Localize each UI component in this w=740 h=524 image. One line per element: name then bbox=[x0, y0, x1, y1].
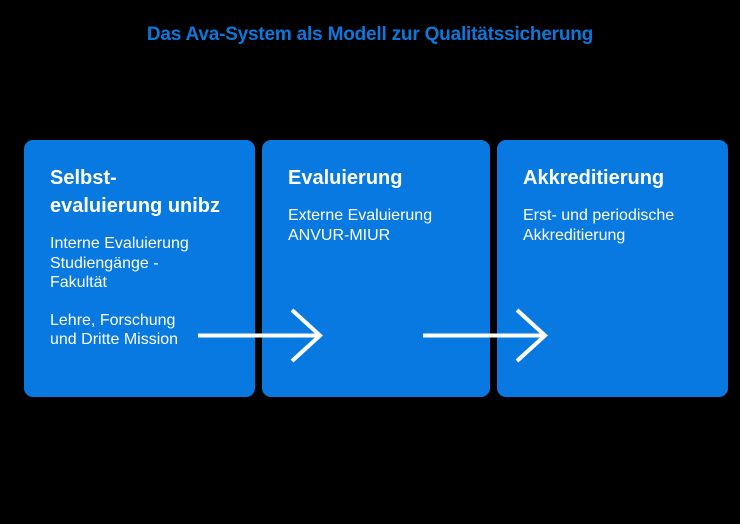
stage-card-paragraph: Externe Evaluierung ANVUR-MIUR bbox=[288, 207, 433, 244]
stage-card-paragraph: Lehre, Forschung und Dritte Mission bbox=[50, 311, 179, 349]
stage-card-selbstevaluierung: Selbst- evaluierung unibz Interne Evalui… bbox=[24, 140, 255, 397]
stage-card-heading: Selbst- evaluierung unibz bbox=[50, 167, 221, 217]
stage-card-evaluierung: Evaluierung Externe Evaluierung ANVUR-MI… bbox=[262, 140, 490, 397]
diagram-title: Das Ava-System als Modell zur Qualitätss… bbox=[146, 24, 594, 45]
stage-card-paragraph: Interne Evaluierung Studiengänge - Fakul… bbox=[50, 235, 189, 291]
stage-card-paragraph: Erst- und periodische Akkreditierung bbox=[523, 207, 675, 244]
stage-card-akkreditierung: Akkreditierung Erst- und periodische Akk… bbox=[497, 140, 728, 397]
stage-card-heading: Akkreditierung bbox=[523, 167, 665, 189]
stage-card-heading: Evaluierung bbox=[288, 167, 403, 189]
